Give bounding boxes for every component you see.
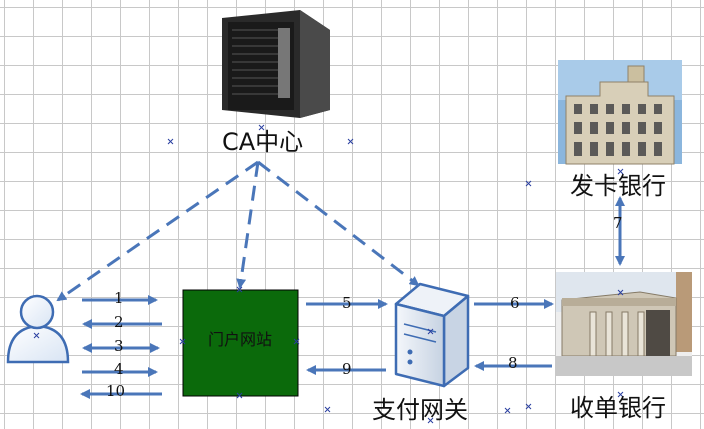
edge-label-2: 2 <box>114 313 124 331</box>
edge-label-10: 10 <box>106 382 126 400</box>
issuing-bank-label: 发卡银行 <box>570 172 666 200</box>
edge-label-5: 5 <box>342 294 352 312</box>
issuing-bank-photo <box>558 60 682 165</box>
user-icon <box>6 294 70 364</box>
ca-center-label: CA中心 <box>222 128 304 156</box>
server-icon <box>394 282 470 388</box>
ca-to-gateway-arrow <box>257 160 420 287</box>
connection-markers <box>33 124 624 424</box>
edge-label-8: 8 <box>508 354 518 372</box>
edge-label-1: 1 <box>114 289 124 307</box>
acquiring-bank-photo <box>556 272 692 376</box>
ca-to-user-arrow <box>56 160 259 302</box>
portal-site-box <box>182 289 299 397</box>
payment-gateway-label: 支付网关 <box>372 396 468 424</box>
server-tower-icon <box>222 10 330 118</box>
edge-label-4: 4 <box>114 360 124 378</box>
portal-site-label: 门户网站 <box>208 330 273 349</box>
ca-to-portal-arrow <box>236 161 260 289</box>
acquiring-bank-label: 收单银行 <box>570 394 666 422</box>
edge-label-3: 3 <box>114 337 124 355</box>
edge-label-6: 6 <box>510 294 520 312</box>
edge-label-9: 9 <box>342 360 352 378</box>
edge-label-7: 7 <box>613 214 623 232</box>
